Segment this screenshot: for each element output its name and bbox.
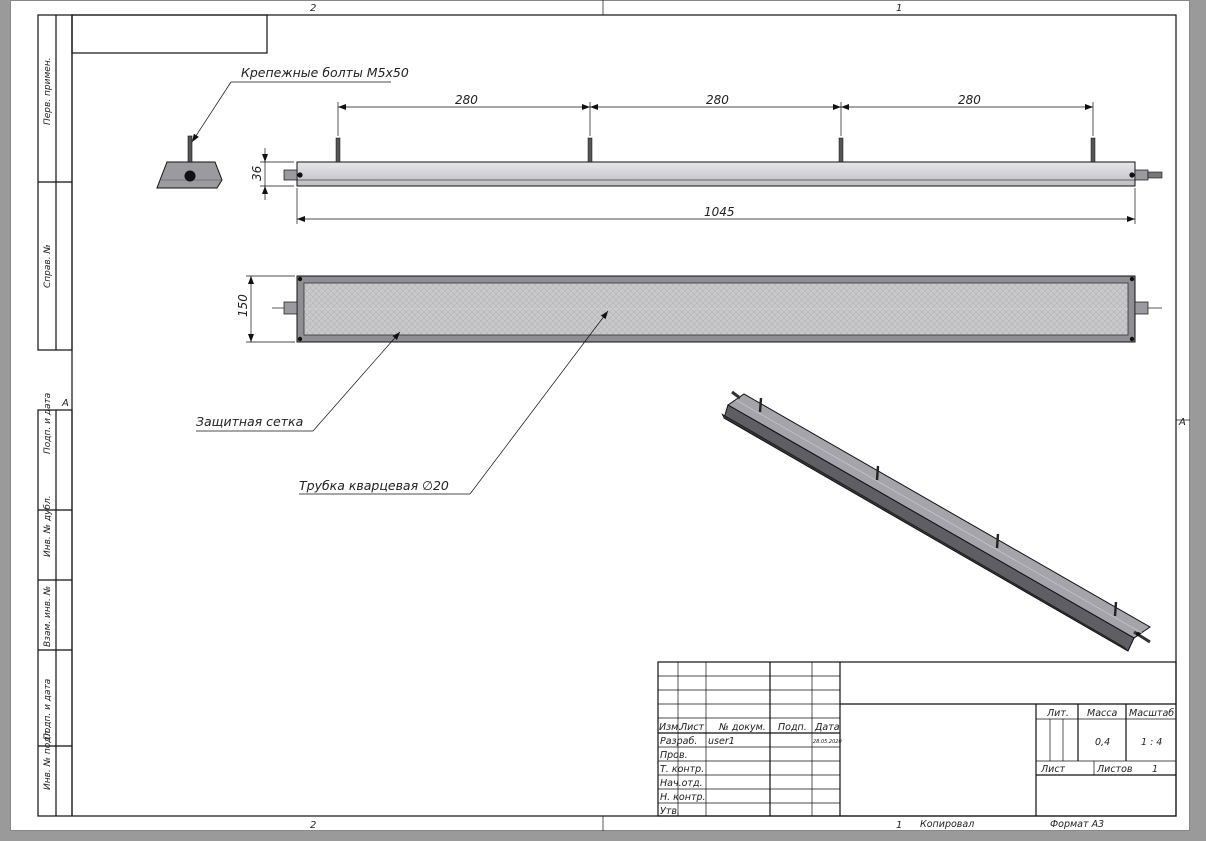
- tb-massa-value: 0,4: [1095, 737, 1110, 748]
- corner-stamp: [71, 14, 268, 54]
- side-stamp: Перв. примен. Справ. № Подп. и дата Инв.…: [37, 14, 73, 817]
- zone-top-right: 1: [896, 3, 902, 14]
- title-block: Изм. Лист № докум. Подп. Дата Разраб. us…: [657, 661, 1177, 817]
- dim-spacing-3: 280: [958, 93, 981, 107]
- tb-row-t-kontr: Т. контр.: [660, 764, 704, 775]
- tube-callout-label: Трубка кварцевая ∅20: [299, 478, 449, 493]
- zone-side-right: A: [1178, 417, 1186, 428]
- tb-row-utv: Утв.: [660, 806, 680, 817]
- zone-bottom-right: 1: [896, 820, 902, 831]
- length-dimension: 1045: [296, 188, 1136, 224]
- bolts-callout-label: Крепежные болты М5х50: [241, 65, 409, 80]
- tb-list-label: Лист: [1040, 764, 1066, 775]
- dim-height: 36: [250, 165, 264, 181]
- zone-side-left: A: [61, 398, 69, 409]
- bolts-callout: Крепежные болты М5х50: [191, 65, 409, 143]
- zone-bottom-left: 2: [310, 820, 316, 831]
- tb-row-nach-otd: Нач.отд.: [660, 778, 703, 789]
- isometric-view: [721, 390, 1151, 652]
- tb-razrab-name: user1: [708, 736, 735, 747]
- tb-header-doc-no: № докум.: [718, 722, 766, 733]
- spacing-dimensions: 280 280 280: [337, 93, 1094, 136]
- sheet-border: [10, 0, 1190, 831]
- tb-header-podp: Подп.: [778, 722, 807, 733]
- side-label-podp-data-2: Подп. и дата: [43, 679, 53, 740]
- drawing-sheet: 2 1 2 A A Перв. примен. Справ. № Подп. и…: [10, 0, 1190, 831]
- front-view: [283, 137, 1163, 187]
- side-label-inv-dubl: Инв. № дубл.: [43, 495, 53, 557]
- dim-width: 150: [236, 294, 250, 317]
- width-dimension: 150: [236, 275, 295, 343]
- tube-end-circle: [184, 170, 196, 182]
- mesh-callout-label: Защитная сетка: [196, 414, 303, 429]
- tb-header-data: Дата: [814, 722, 840, 733]
- tb-row-n-kontr: Н. контр.: [660, 792, 706, 803]
- tb-header-list: Лист: [679, 722, 705, 733]
- tb-row-prov: Пров.: [660, 750, 688, 761]
- tb-masshtab-label: Масштаб: [1129, 708, 1174, 719]
- tb-listov-label: Листов: [1096, 764, 1133, 775]
- tb-header-izm: Изм.: [659, 722, 681, 733]
- dim-spacing-2: 280: [706, 93, 729, 107]
- side-label-perv-primen: Перв. примен.: [43, 57, 53, 125]
- side-label-inv-podl: Инв. № подл.: [43, 728, 53, 790]
- side-label-vzam-inv: Взам. инв. №: [43, 586, 53, 647]
- top-view: [272, 275, 1162, 343]
- end-view: [156, 135, 223, 189]
- dim-spacing-1: 280: [455, 93, 478, 107]
- tube-callout: Трубка кварцевая ∅20: [299, 310, 609, 495]
- zone-top-left: 2: [310, 3, 316, 14]
- side-label-podp-data-1: Подп. и дата: [43, 393, 53, 454]
- tb-razrab-date: 28.05.2020: [813, 739, 842, 745]
- height-dimension: 36: [250, 148, 294, 200]
- mesh-callout: Защитная сетка: [196, 331, 401, 432]
- dim-length: 1045: [704, 205, 735, 219]
- tb-listov-value: 1: [1152, 764, 1158, 775]
- technical-drawing: 2 1 2 A A Перв. примен. Справ. № Подп. и…: [10, 0, 1190, 831]
- tb-massa-label: Масса: [1087, 708, 1117, 719]
- tb-masshtab-value: 1 : 4: [1141, 737, 1162, 748]
- footer-format: Формат А3: [1050, 819, 1104, 830]
- footer-kopiroval: Копировал: [920, 819, 974, 830]
- tb-lit-label: Лит.: [1046, 708, 1069, 719]
- side-label-sprav-no: Справ. №: [43, 244, 53, 288]
- tb-row-razrab: Разраб.: [660, 736, 697, 747]
